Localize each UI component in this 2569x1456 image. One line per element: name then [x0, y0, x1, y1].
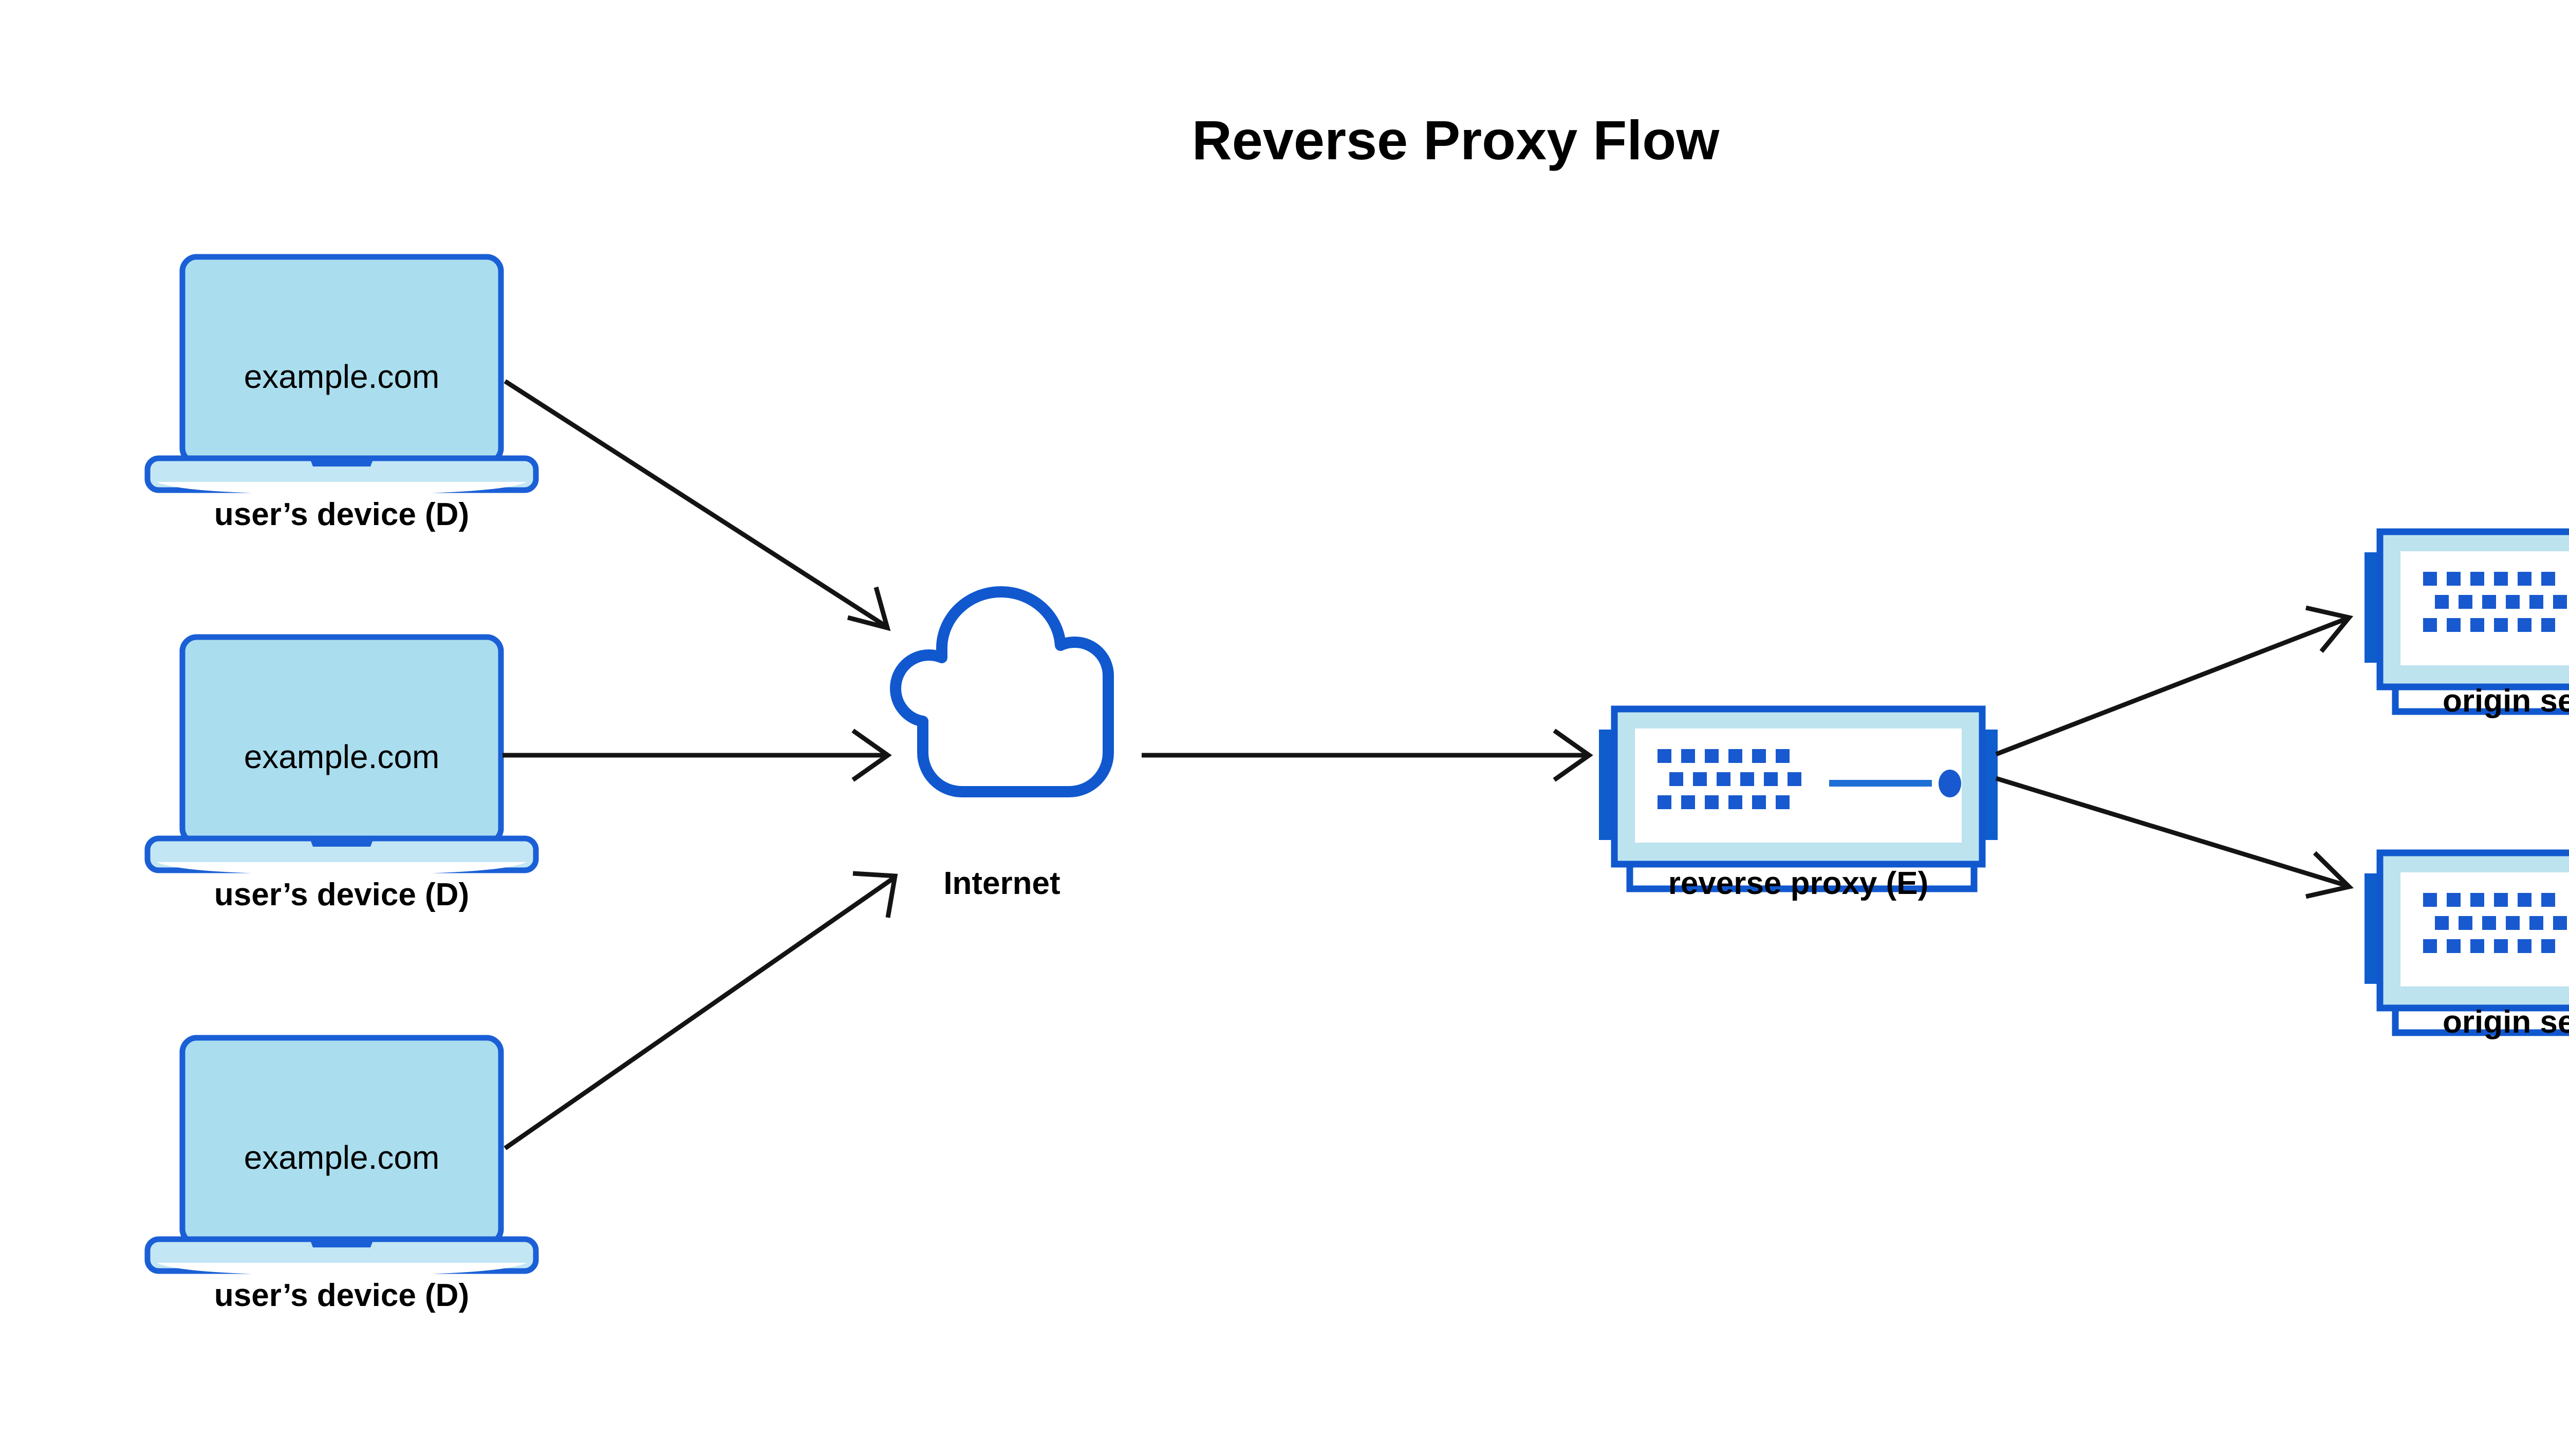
origin-server-label-2: origin server (F) — [2443, 1004, 2569, 1040]
laptop-icon — [144, 1035, 539, 1275]
laptop-node-2[interactable]: example.com — [144, 634, 539, 874]
screen-url-text: example.com — [244, 738, 440, 775]
laptop-base-lip — [157, 482, 527, 494]
origin-server-node-2[interactable]: origin server (F) — [2365, 849, 2569, 1040]
internet-label: Internet — [943, 866, 1060, 901]
laptop-icon — [144, 254, 539, 494]
laptop-base-lip — [157, 1263, 527, 1275]
connector-device1-internet — [504, 379, 891, 631]
reverse-proxy-node[interactable]: reverse proxy (E) — [1599, 705, 1998, 901]
internet-node[interactable]: Internet — [890, 586, 1114, 901]
laptop-trackpad-notch — [310, 1239, 374, 1247]
server-port-grid — [2423, 893, 2567, 953]
laptop-node-3[interactable]: example.com — [144, 1035, 539, 1275]
origin-server-label-1: origin server (F) — [2443, 683, 2569, 719]
connector-proxy-origin2 — [1995, 776, 2354, 899]
server-port-grid — [2423, 572, 2567, 632]
server-icon — [2365, 849, 2569, 1036]
laptop-label-2: user’s device (D) — [214, 877, 469, 912]
server-status-bar — [1829, 780, 1932, 787]
laptop-icon — [144, 634, 539, 874]
cloud-icon — [890, 586, 1114, 797]
origin-server-node-1[interactable]: origin server (F) — [2365, 528, 2569, 719]
server-status-led-icon — [1939, 770, 1961, 797]
connector-internet-proxy — [1142, 729, 1593, 782]
server-icon — [1599, 705, 1998, 892]
connector-device2-internet — [502, 729, 892, 782]
laptop-node-1[interactable]: example.com — [144, 254, 539, 494]
server-port-grid — [1658, 749, 1801, 809]
laptop-trackpad-notch — [310, 838, 374, 847]
laptop-label-1: user’s device (D) — [214, 497, 469, 532]
laptop-base-lip — [157, 862, 527, 874]
page-title: Reverse Proxy Flow — [1192, 109, 1720, 171]
server-icon — [2365, 528, 2569, 715]
screen-url-text: example.com — [244, 1139, 440, 1176]
screen-url-text: example.com — [244, 358, 440, 395]
laptop-label-3: user’s device (D) — [214, 1278, 469, 1313]
reverse-proxy-label: reverse proxy (E) — [1668, 866, 1929, 901]
connector-proxy-origin1 — [1995, 605, 2354, 757]
connector-device3-internet — [504, 871, 898, 1150]
laptop-trackpad-notch — [310, 458, 374, 466]
